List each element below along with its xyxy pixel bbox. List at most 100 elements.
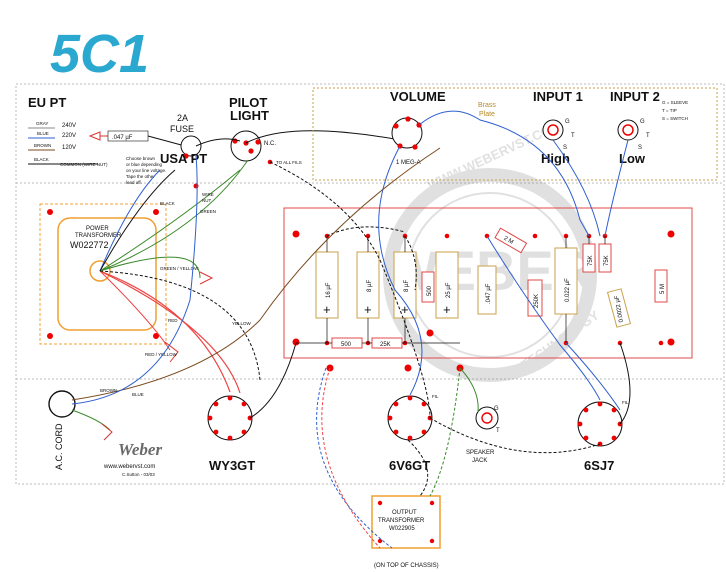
pin [387,415,393,421]
cap-16uf-label: 16 µF [326,282,332,298]
blue-signal-wire-2 [604,139,629,237]
6v6gt-label: 6V6GT [389,458,430,473]
6sj7-fil-label: FIL [622,400,629,405]
ot-label-2: TRANSFORMER [378,518,425,524]
pin [421,401,427,407]
board-dot-2 [292,338,300,346]
board-dot-5 [426,329,434,337]
pt-bolt-2 [153,209,159,215]
blue-wire-label: BLUE [132,392,144,397]
res-5m-label: 5 M [660,284,666,294]
fuse-holder [180,135,202,157]
board-dot-3 [667,230,675,238]
blue-lead-label: BLUE [37,131,49,136]
pot-value-label: 1 MEG-A [396,160,421,166]
green-label: GREEN [200,209,216,214]
board-wires [296,236,606,344]
pt-green-yellow-lead [99,256,201,279]
choose-note-3: on your line voltage. [126,168,166,173]
blue-signal-wire-1 [418,110,590,237]
pin [583,435,589,441]
6sj7-plate-wire [619,342,631,425]
input1-label: INPUT 1 [533,89,583,104]
heater-pair-1 [269,161,431,419]
ot-blue-wire [316,367,393,549]
nc-label: N.C. [264,141,276,147]
cap-8uf-b-plus: + [401,302,409,317]
wire-nut-label-2: NUT [202,198,211,203]
ac-ground-arrow [101,423,113,441]
cap-25uf [435,251,459,319]
legend-g: G = SLEEVE [662,100,688,105]
res-250k [527,279,543,317]
blue-plate-wire [486,235,601,401]
cap-8uf-a-label: 8 µF [367,280,373,292]
pt-label-1: POWER [86,226,109,232]
pot-dot-1 [393,123,399,129]
cap-047-board-label: .047 µF [486,283,492,304]
ot-bolt-1 [377,500,383,506]
fuse-to-switch-wire [195,138,241,147]
switch-to-pot-wire [245,130,401,144]
input2-pin-g: G [640,119,645,125]
res-5m [654,269,668,303]
blue-signal-wire-3 [552,139,601,237]
cap-8uf-b-label: 8 µF [404,280,410,292]
wire-nut-dot [193,183,199,189]
usa-pt-label: USA PT [160,151,207,166]
fuse-label-2: FUSE [170,124,194,134]
cap-022-label: 0.022 µF [565,278,571,302]
eyelet [658,340,664,346]
ac-cord-label: A.C. CORD [54,423,64,470]
input2-low-label: Low [619,151,646,166]
ac-brown-wire [71,147,441,401]
pt-yellow-lead [99,270,261,381]
pin [597,401,603,407]
pin [407,395,413,401]
eu-pt-label: EU PT [28,95,66,110]
speaker-jack-label-2: JACK [472,458,487,464]
eyelet-dots [324,233,664,346]
pt-bolt-4 [153,333,159,339]
v120-label: 120V [62,145,76,151]
res-2m-label: 2 M [502,236,514,246]
pilot-dot-4 [255,139,261,145]
pin [407,435,413,441]
ground-arrow [199,271,214,285]
power-dot-2 [404,364,412,372]
input1-pin-g: G [565,119,570,125]
ac-cord-grommet [48,390,76,418]
speaker-pin-t: T [496,428,500,434]
input1-jack [542,119,564,141]
pt-black-lead [99,169,176,272]
speaker-green-wire [459,367,479,413]
page-title: 5C1 [50,24,149,84]
input1-pin-t: T [571,133,575,139]
ac-ground-wire [71,409,111,431]
volume-label: VOLUME [390,89,446,104]
legend-s: S = SWITCH [662,116,688,121]
pt-green-lead-1 [99,169,241,272]
power-transformer-outline [39,203,167,345]
pin [611,407,617,413]
pin [241,401,247,407]
black-wire-label: BLACK [160,201,175,206]
pilot-label-1: PILOT [229,95,267,110]
board-dot-1 [292,230,300,238]
input2-jack-ring [622,124,634,136]
res-75k-a-label: 75K [588,255,594,266]
pt-blue-lead [99,169,161,272]
cap-25uf-plus: + [443,302,451,317]
res-250k-label: 250K [534,294,540,308]
pin [611,435,617,441]
heater-pair-2 [429,417,601,454]
res-75k-b-label: 75K [604,255,610,266]
pt-label-3: W022772 [70,240,109,250]
pt-label-2: TRANSFORMER [75,233,122,239]
6v6gt-fil-label: FIL [432,394,439,399]
pin [227,395,233,401]
pin [207,415,213,421]
pin [213,401,219,407]
pilot-label-2: LIGHT [230,108,269,123]
weber-site: www.webervst.com [103,464,155,470]
